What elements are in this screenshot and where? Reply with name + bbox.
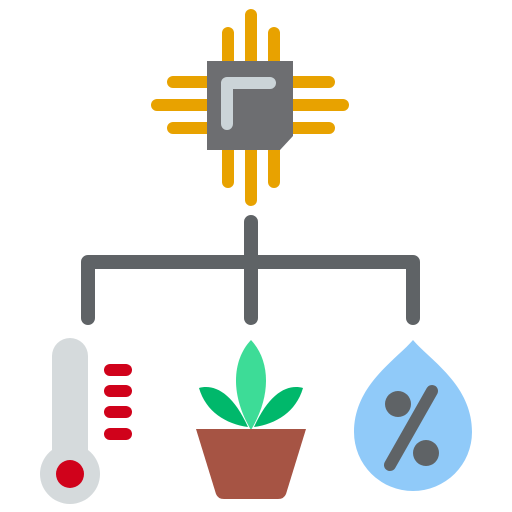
thermometer-scale-marks — [104, 364, 132, 440]
microchip-icon — [151, 9, 349, 206]
plant-leaf-center — [235, 340, 267, 430]
thermometer-tube — [40, 338, 101, 505]
percent-symbol — [384, 385, 439, 471]
chip-highlight — [221, 77, 276, 130]
plant-pot — [196, 429, 306, 499]
plant-leaf-left — [199, 387, 248, 427]
branch-connector-icon — [81, 215, 420, 325]
humidity-drop-icon — [354, 340, 472, 491]
thermometer-bulb — [56, 460, 84, 488]
chip-body — [207, 61, 293, 150]
thermometer-icon — [40, 338, 132, 505]
plant-leaf-right — [254, 387, 303, 427]
potted-plant-icon — [196, 340, 306, 499]
chip-pins — [151, 9, 349, 206]
